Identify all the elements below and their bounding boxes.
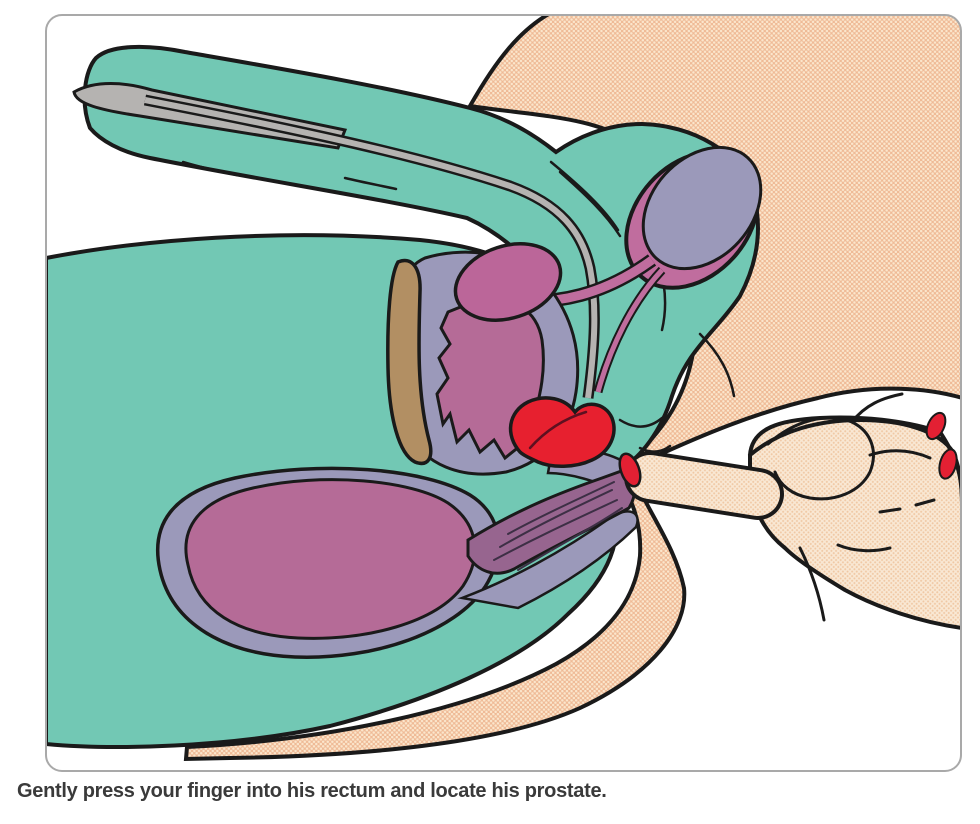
urethra-lumen — [144, 97, 598, 399]
prostate — [508, 396, 616, 468]
seminal-vesicle — [453, 242, 563, 322]
index-fingernail — [618, 452, 642, 488]
prostate-crease — [528, 410, 588, 450]
anal-canal — [466, 467, 637, 575]
index-finger-skin — [628, 455, 780, 516]
figure-caption: Gently press your finger into his rectum… — [17, 780, 607, 802]
examining-hand — [618, 392, 961, 631]
tissue-crease-lines — [181, 160, 736, 453]
bladder-neck-duct-fill — [595, 268, 664, 393]
fist-top-outline — [748, 417, 961, 507]
bladder — [641, 145, 763, 271]
rectal-wall-band — [457, 510, 639, 610]
anal-canal-striations — [493, 481, 623, 571]
painted-fingernail — [925, 411, 947, 441]
pubic-bone — [386, 258, 433, 465]
figure-frame-border — [45, 14, 962, 772]
hand-fold-lines — [766, 392, 936, 622]
painted-fingernail — [938, 448, 958, 480]
